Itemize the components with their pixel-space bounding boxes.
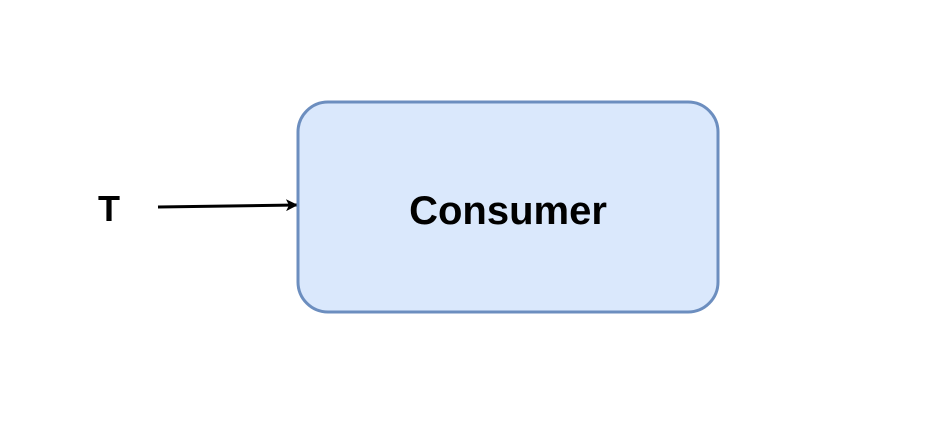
- input-arrow: [157, 199, 298, 212]
- input-label: T: [98, 188, 120, 229]
- consumer-box: [296, 100, 720, 314]
- consumer-label: Consumer: [409, 189, 607, 233]
- consumer-node[interactable]: Consumer: [296, 100, 720, 314]
